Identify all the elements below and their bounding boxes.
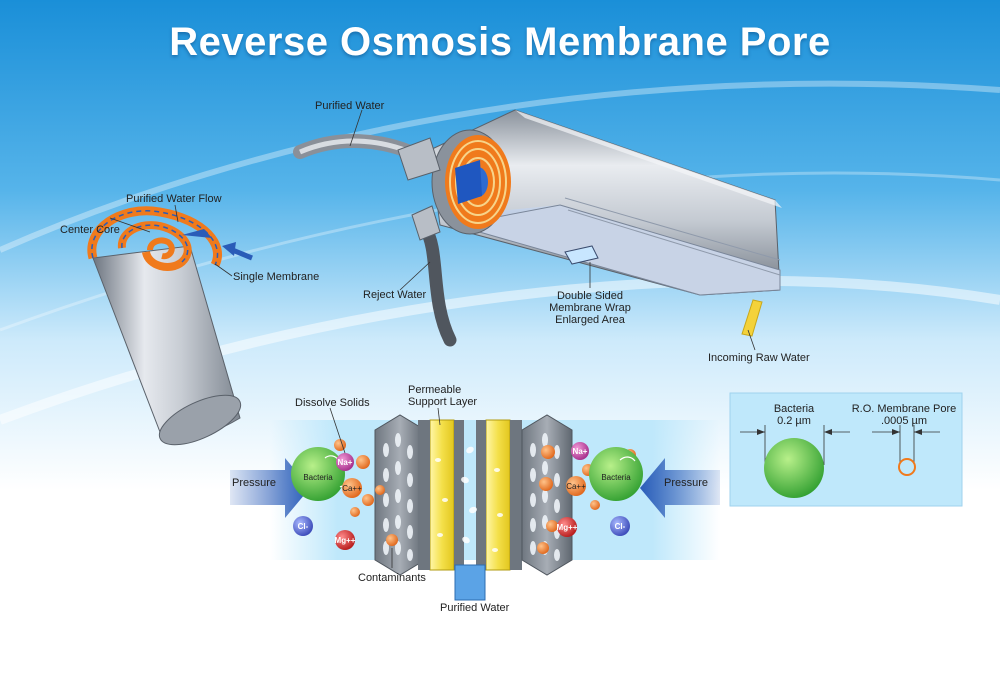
ion-cl-left xyxy=(293,516,313,536)
purified-water-pipe xyxy=(299,138,411,155)
ro-cartridge xyxy=(397,109,782,296)
ion-ca-right xyxy=(566,476,586,496)
pressure-arrow-right xyxy=(640,458,720,518)
label-double-sided-wrap: Double Sided Membrane Wrap Enlarged Area xyxy=(545,290,635,326)
bacteria-right-text: Bacteria xyxy=(601,473,631,482)
ion-mg-right xyxy=(557,517,577,537)
page-title: Reverse Osmosis Membrane Pore xyxy=(169,20,831,64)
label-double-sided-line2: Membrane Wrap xyxy=(549,302,631,314)
bacteria-left xyxy=(291,447,345,501)
bacteria-left-text: Bacteria xyxy=(303,473,333,482)
ion-na-right xyxy=(571,442,589,460)
ion-mg-left-text: Mg++ xyxy=(335,536,356,545)
ion-cl-left-text: Cl- xyxy=(298,522,309,531)
ion-cl-right-text: Cl- xyxy=(615,522,626,531)
comparison-pore: R.O. Membrane Pore .0005 µm xyxy=(848,403,960,427)
raw-water-stream xyxy=(741,299,763,337)
label-permeable-line1: Permeable xyxy=(408,384,462,396)
label-purified-water-top: Purified Water xyxy=(315,100,385,112)
rolled-membrane xyxy=(87,204,253,446)
ion-na-left-text: Na+ xyxy=(338,458,353,467)
leader-line xyxy=(349,109,363,147)
background-swoosh xyxy=(0,80,1000,253)
ion-ca-right-text: Ca++ xyxy=(566,482,586,491)
ion-ca-left xyxy=(342,478,362,498)
ion-ca-left-text: Ca++ xyxy=(342,484,362,493)
comparison-pore-size: .0005 µm xyxy=(880,415,928,427)
label-permeable-line2: Support Layer xyxy=(408,396,478,408)
label-reject-water: Reject Water xyxy=(363,289,427,301)
ion-cl-right xyxy=(610,516,630,536)
ion-na-left xyxy=(336,453,354,471)
label-permeable-support: Permeable Support Layer xyxy=(408,384,477,408)
label-dissolve-solids: Dissolve Solids xyxy=(295,397,370,409)
comparison-bacteria-size: 0.2 µm xyxy=(777,415,811,427)
leader-line xyxy=(747,329,756,351)
pressure-arrow-left xyxy=(230,458,310,518)
label-single-membrane: Single Membrane xyxy=(233,271,320,283)
label-double-sided-line1: Double Sided xyxy=(556,290,624,302)
label-purified-water-flow: Purified Water Flow xyxy=(126,193,222,205)
cross-section xyxy=(230,407,720,601)
ion-mg-left xyxy=(335,530,355,550)
label-pressure-left: Pressure xyxy=(232,477,277,489)
comparison-pore-label: R.O. Membrane Pore xyxy=(851,403,957,415)
label-center-core: Center Core xyxy=(60,224,120,236)
size-comparison-box xyxy=(729,392,963,507)
ion-mg-right-text: Mg++ xyxy=(557,523,578,532)
comparison-bacteria-label: Bacteria xyxy=(773,403,815,415)
pore-size-circle xyxy=(898,458,916,476)
ion-na-right-text: Na+ xyxy=(573,447,588,456)
bacteria-right xyxy=(589,447,643,501)
label-double-sided-line3: Enlarged Area xyxy=(555,314,625,326)
label-contaminants: Contaminants xyxy=(358,572,426,584)
label-pressure-right: Pressure xyxy=(664,477,709,489)
label-incoming-raw-water: Incoming Raw Water xyxy=(708,352,810,364)
label-purified-water-bottom: Purified Water xyxy=(440,602,510,614)
bacteria-size-circle xyxy=(764,438,824,498)
leader-line xyxy=(399,261,431,291)
comparison-bacteria: Bacteria 0.2 µm xyxy=(754,403,834,427)
